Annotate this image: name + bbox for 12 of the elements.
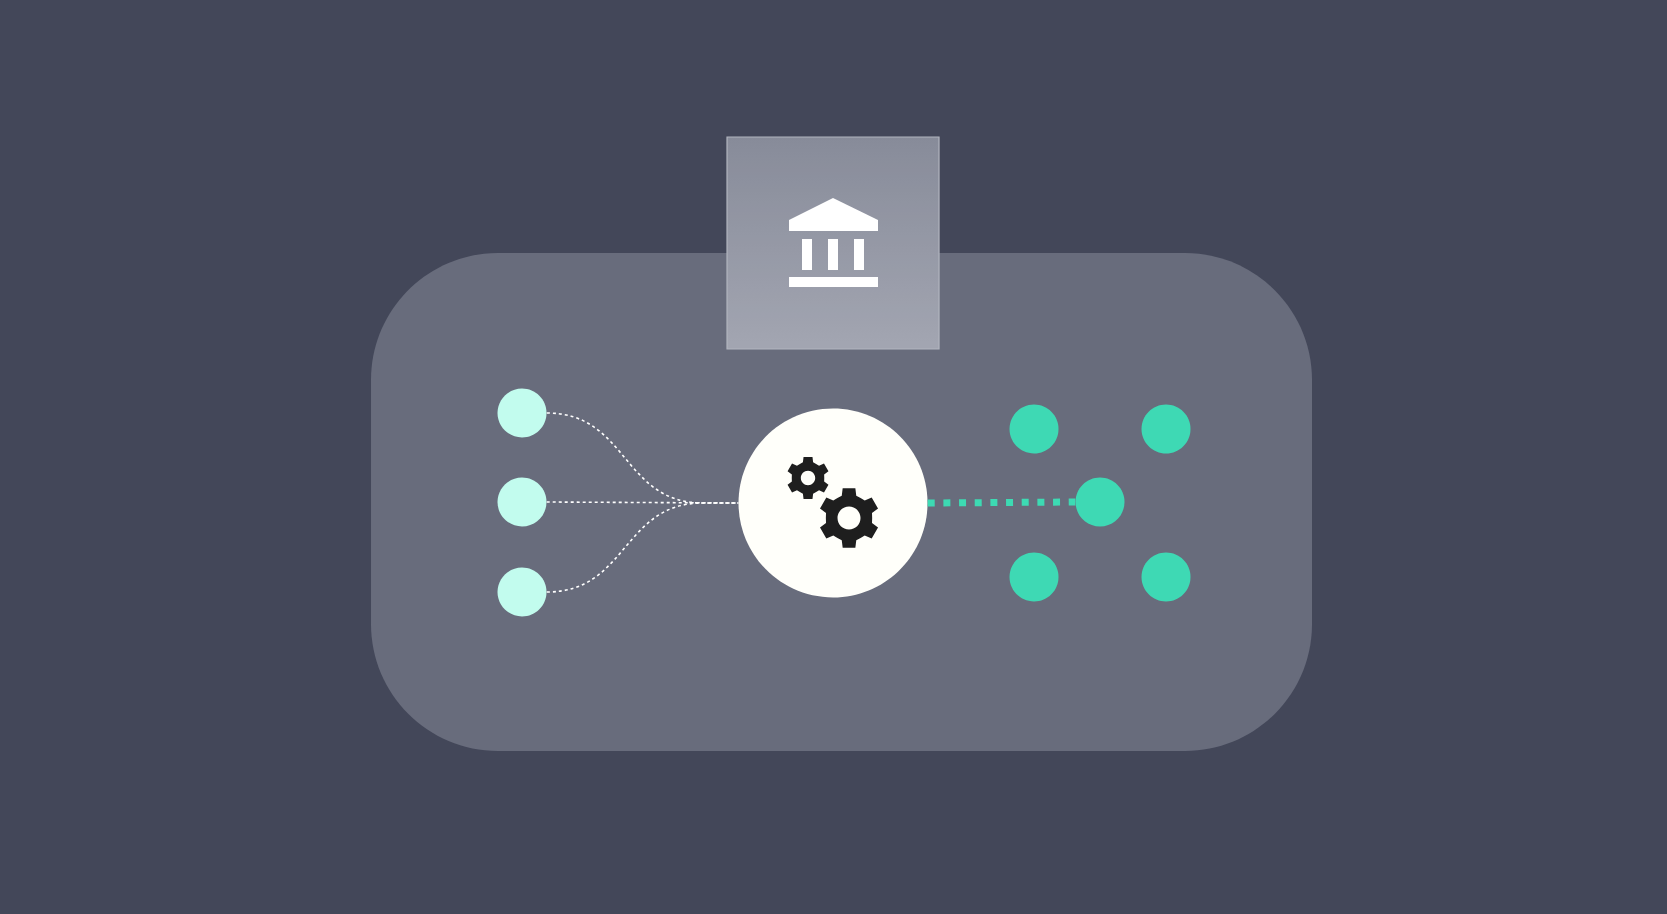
dot <box>1141 404 1191 454</box>
dotted-connector <box>545 412 740 504</box>
dotted-connector <box>927 498 1076 507</box>
icon-tile <box>726 136 940 350</box>
dot <box>1141 552 1191 602</box>
dot <box>497 567 547 617</box>
dot <box>497 388 547 438</box>
hub-circle <box>738 408 928 598</box>
dot <box>497 477 547 527</box>
dot <box>1075 477 1125 527</box>
dot <box>1009 404 1059 454</box>
dot <box>1009 552 1059 602</box>
